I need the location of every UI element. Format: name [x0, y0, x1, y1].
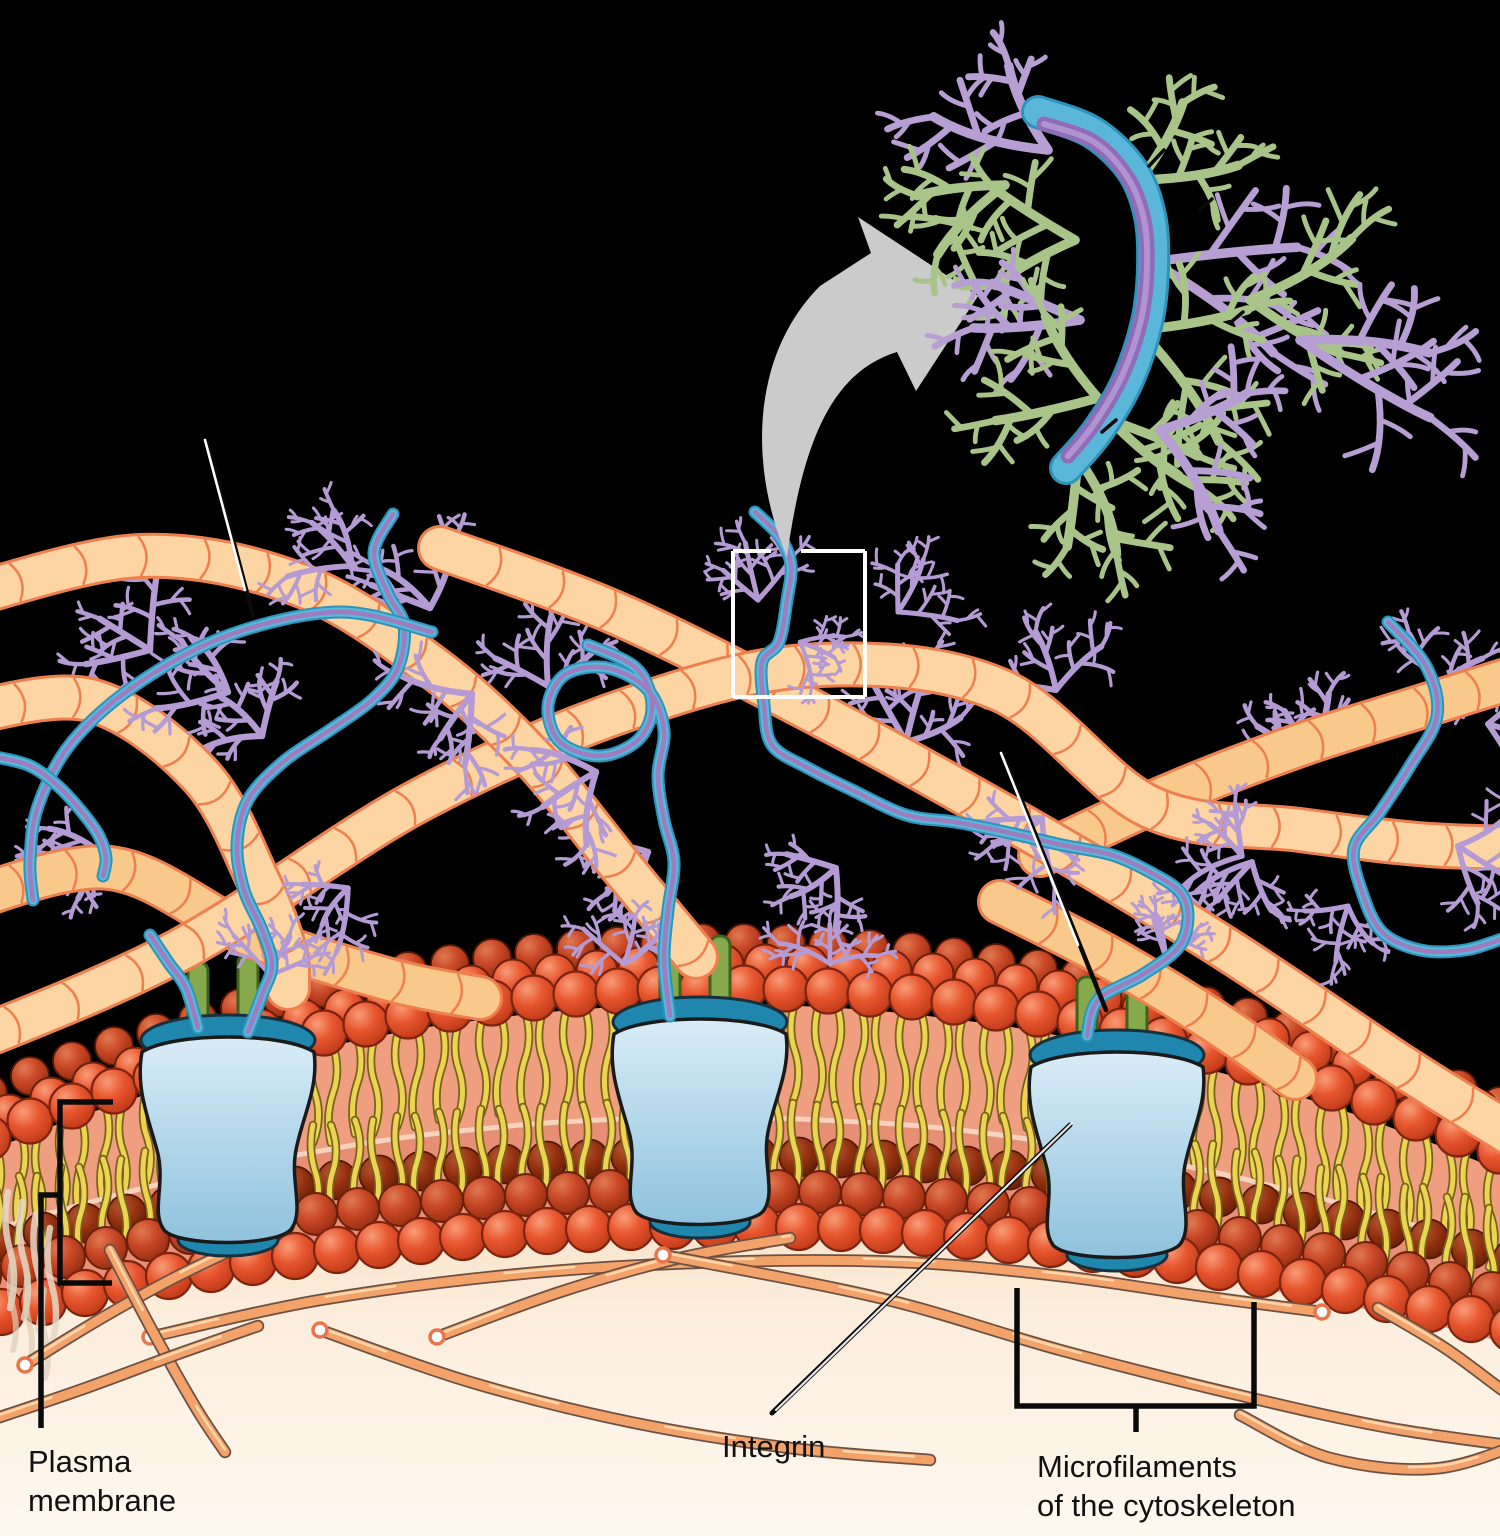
label-integrin: Integrin	[722, 1429, 825, 1464]
magnifier-arrow-icon	[762, 217, 978, 557]
labels: Plasma membrane Integrin Microfilaments …	[28, 1429, 1296, 1523]
label-microfilaments-line2: of the cytoskeleton	[1037, 1488, 1296, 1523]
inset-highlight-box	[731, 549, 867, 699]
proteoglycans-front	[122, 481, 1500, 987]
label-plasma-membrane-line2: membrane	[28, 1483, 176, 1518]
label-microfilaments-line1: Microfilaments	[1037, 1449, 1237, 1484]
fibronectin-strands	[0, 505, 1500, 1043]
label-leader-lines	[203, 438, 1109, 1416]
label-brackets	[38, 1099, 1257, 1432]
microfilaments	[0, 1231, 1500, 1476]
proteoglycan-inset	[875, 20, 1482, 604]
label-plasma-membrane-line1: Plasma	[28, 1444, 132, 1479]
